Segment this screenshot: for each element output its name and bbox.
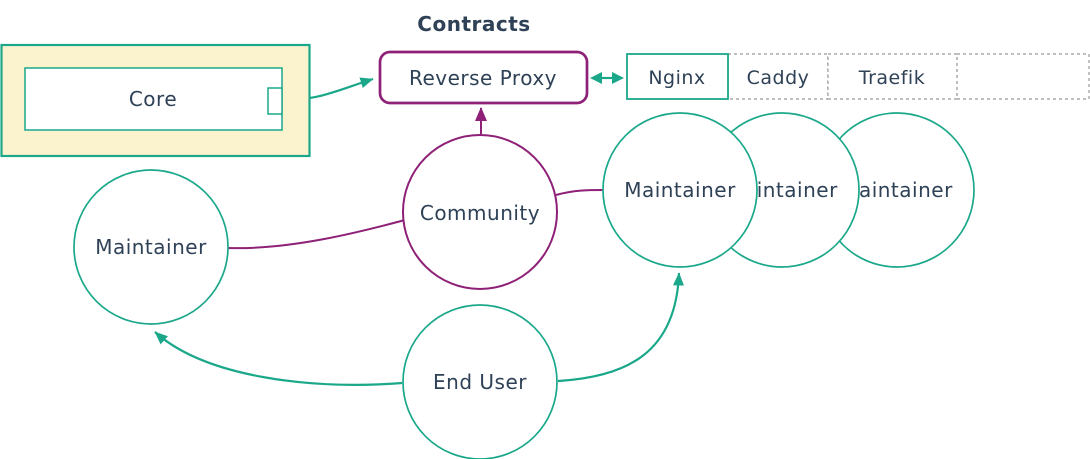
proxy-option-traefik-label: Traefik bbox=[858, 67, 925, 89]
edge-reverse-proxy-nginx-bidirectional bbox=[590, 72, 624, 84]
edge-community-maintainer-1 bbox=[555, 189, 604, 196]
community-circle bbox=[402, 134, 558, 290]
end-user-node: End User bbox=[402, 304, 558, 459]
maintainer-node-1: Maintainer bbox=[602, 112, 758, 268]
community-node: Community bbox=[402, 134, 558, 290]
end-user-circle bbox=[402, 304, 558, 459]
reverse-proxy-box bbox=[378, 50, 589, 105]
edge-end-user-to-maintainer-left bbox=[154, 331, 403, 386]
proxy-option-caddy bbox=[727, 53, 829, 100]
core-inner-box bbox=[24, 67, 283, 131]
proxy-option-traefik bbox=[827, 53, 958, 100]
maintainer-1-circle bbox=[602, 112, 758, 268]
core-node: Core bbox=[0, 43, 311, 158]
proxy-option-nginx bbox=[626, 53, 729, 100]
end-user-label: End User bbox=[433, 370, 527, 394]
core-port bbox=[267, 87, 283, 115]
maintainer-left-node: Maintainer bbox=[73, 169, 229, 325]
maintainer-left-label: Maintainer bbox=[95, 235, 207, 259]
maintainer-left-circle bbox=[73, 169, 229, 325]
diagram-title: Contracts bbox=[417, 12, 530, 36]
edge-end-user-to-maintainer-1 bbox=[557, 272, 685, 383]
edge-maintainer-left-community bbox=[227, 219, 406, 250]
maintainer-1-label: Maintainer bbox=[624, 178, 736, 202]
reverse-proxy-label: Reverse Proxy bbox=[409, 66, 557, 90]
proxy-options-row: Nginx Caddy Traefik bbox=[626, 53, 1090, 100]
proxy-option-nginx-label: Nginx bbox=[648, 67, 705, 89]
proxy-option-empty bbox=[956, 53, 1090, 100]
community-label: Community bbox=[420, 201, 540, 225]
proxy-option-caddy-label: Caddy bbox=[747, 67, 810, 89]
core-label: Core bbox=[129, 87, 177, 111]
reverse-proxy-node: Reverse Proxy bbox=[378, 50, 589, 105]
